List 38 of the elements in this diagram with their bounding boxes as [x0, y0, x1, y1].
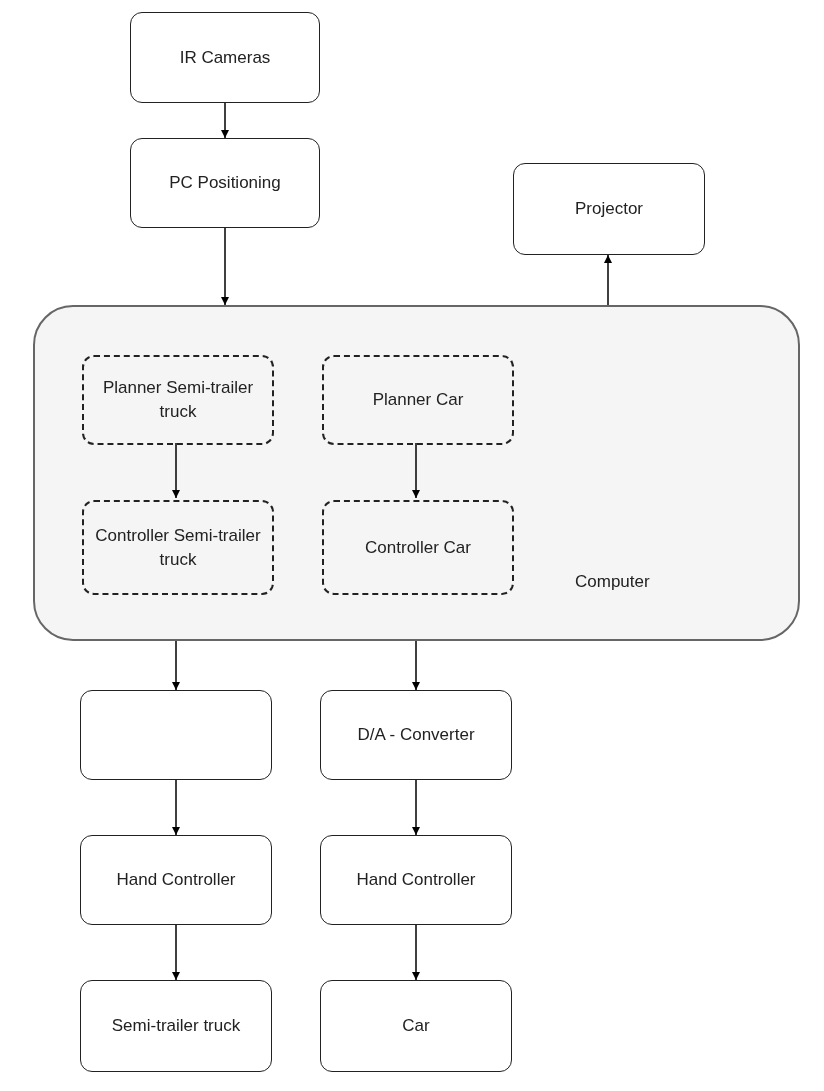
box-label: D/A - Converter: [356, 724, 476, 746]
arrow: [604, 254, 612, 306]
process-box: [130, 138, 320, 228]
arrow: [172, 779, 180, 836]
process-box: [80, 690, 272, 780]
arrow: [412, 924, 420, 981]
process-box: [82, 355, 274, 445]
process-box: [322, 355, 514, 445]
arrow: [412, 779, 420, 836]
box-label: Controller Car: [364, 536, 472, 559]
box-label: Planner Car: [371, 389, 465, 411]
box-label: Hand Controller: [355, 869, 477, 891]
box-label: Controller Semi-trailer truck: [94, 524, 262, 571]
box-label: IR Cameras: [178, 46, 272, 69]
box-label: PC Positioning: [168, 172, 282, 194]
arrow: [412, 442, 420, 499]
process-box: [80, 980, 272, 1072]
arrow: [221, 102, 229, 139]
process-box: [320, 980, 512, 1072]
box-label: Hand Controller: [115, 869, 237, 891]
arrow: [221, 227, 229, 306]
process-box: [322, 500, 514, 595]
process-box: [320, 835, 512, 925]
process-box: [82, 500, 274, 595]
process-box: [80, 835, 272, 925]
box-label: Car: [401, 1015, 431, 1037]
process-box: [130, 12, 320, 103]
box-label: Computer: [575, 571, 650, 593]
arrow: [412, 640, 420, 691]
container-box: [33, 305, 800, 641]
box-label: Semi-trailer truck: [110, 1015, 242, 1037]
process-box: [320, 690, 512, 780]
arrow: [172, 442, 180, 499]
box-label: Projector: [574, 198, 644, 220]
arrow: [172, 640, 180, 691]
box-label: Planner Semi-trailer truck: [101, 377, 255, 423]
process-box: [513, 163, 705, 255]
arrow: [172, 924, 180, 981]
